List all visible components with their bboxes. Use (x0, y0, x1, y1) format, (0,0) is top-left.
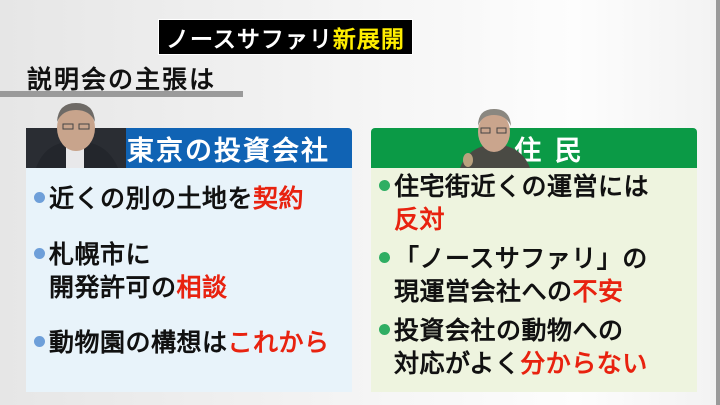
bullet-icon (379, 179, 390, 191)
list-item: 住宅街近くの運営には反対 (379, 170, 649, 236)
right-edge-bar (716, 0, 720, 405)
list-item: 動物園の構想はこれから (34, 326, 330, 359)
list-item: 投資会社の動物への対応がよく分からない (379, 314, 648, 380)
series-title-main: ノースサファリ (166, 27, 333, 53)
residents-header: 住 民 (371, 128, 697, 168)
resident-representative-photo (460, 106, 530, 168)
bullet-icon (34, 247, 45, 259)
investment-company-panel: 東京の投資会社 近くの別の土地を契約 札幌市に開発許可の相談 動物園の構想はこれ… (26, 128, 352, 392)
list-item: 「ノースサファリ」の現運営会社への不安 (379, 242, 648, 308)
bullet-icon (379, 323, 390, 335)
bullet-icon (34, 191, 45, 203)
series-title-banner: ノースサファリ新展開 (158, 19, 413, 55)
bullet-icon (34, 335, 45, 347)
panel-title: 東京の投資会社 (127, 135, 330, 167)
residents-body: 住宅街近くの運営には反対 「ノースサファリ」の現運営会社への不安 投資会社の動物… (371, 168, 697, 392)
topic-heading: 説明会の主張は (27, 65, 217, 94)
investment-company-body: 近くの別の土地を契約 札幌市に開発許可の相談 動物園の構想はこれから (26, 168, 352, 392)
company-representative-photo (26, 100, 126, 168)
list-item: 札幌市に開発許可の相談 (34, 238, 228, 304)
topic-underline (0, 91, 243, 97)
list-item: 近くの別の土地を契約 (34, 182, 304, 215)
series-title-highlight: 新展開 (332, 27, 405, 53)
bullet-icon (379, 251, 390, 263)
residents-panel: 住 民 住宅街近くの運営には反対 「ノースサファリ」の現運営会社への不安 投資会… (371, 128, 697, 392)
